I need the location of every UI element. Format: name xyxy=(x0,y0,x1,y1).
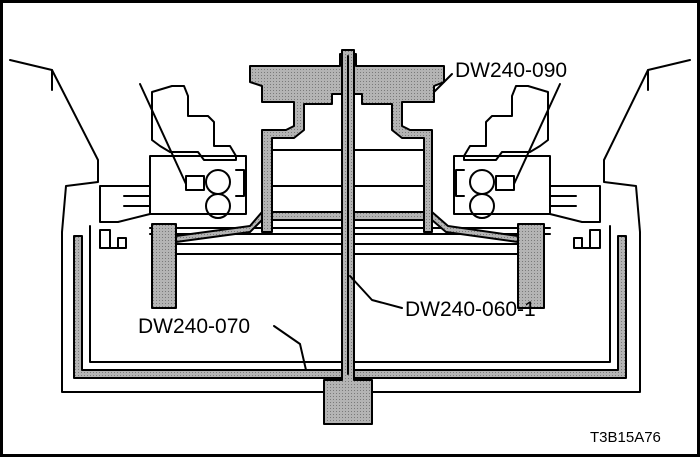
leader-line-tool-shaft xyxy=(349,275,403,309)
cup-tool-body xyxy=(73,235,627,379)
right-ring xyxy=(517,223,545,309)
leader-line-tool-cup xyxy=(273,325,307,371)
right-bearing-assembly xyxy=(453,85,601,249)
left-bearing-assembly xyxy=(99,85,247,249)
label-tool-cup: DW240-070 xyxy=(138,315,251,338)
leader-line-tool-top xyxy=(433,73,453,93)
label-tool-shaft: DW240-060-1 xyxy=(405,298,536,321)
label-tool-top: DW240-090 xyxy=(455,59,568,82)
left-ring xyxy=(151,223,177,309)
reference-code: T3B15A76 xyxy=(590,429,661,446)
